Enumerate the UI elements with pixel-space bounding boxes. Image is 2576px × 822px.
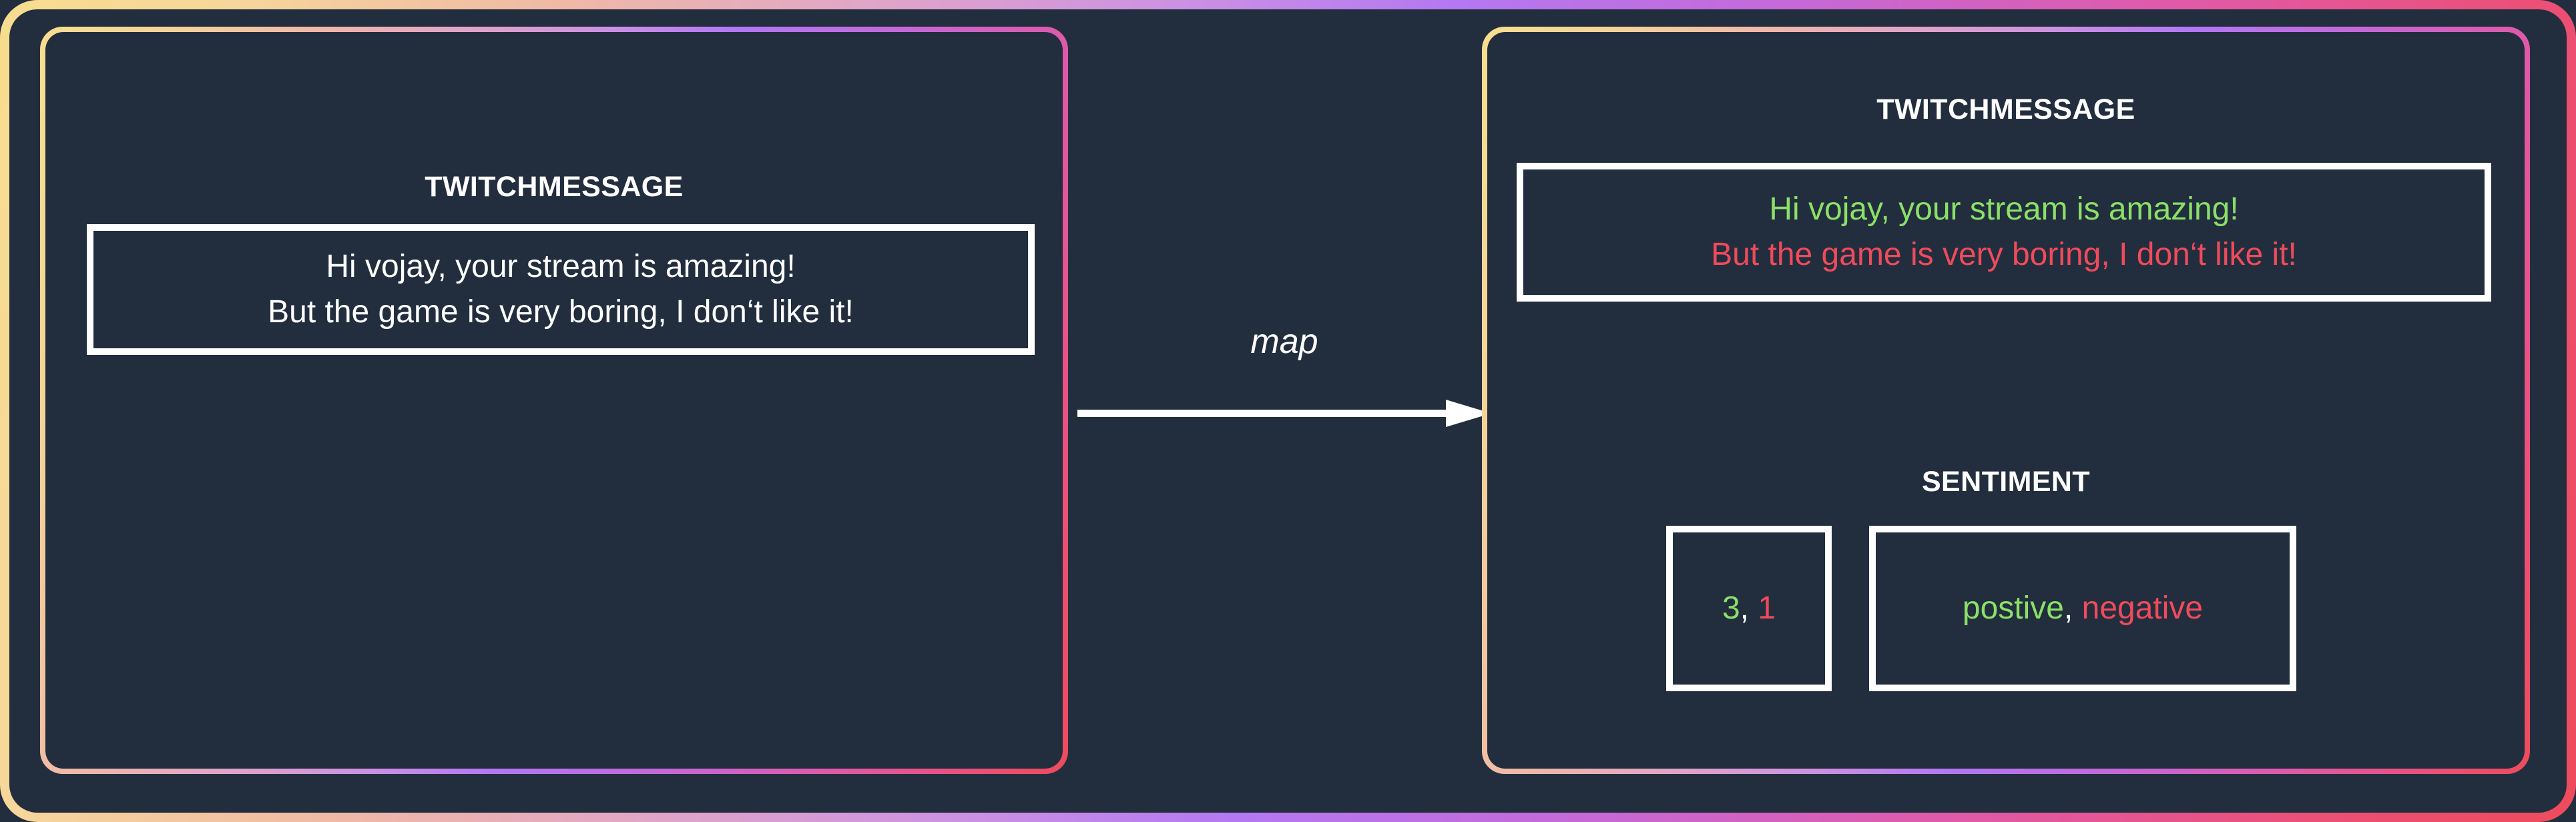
target-message-line-negative: But the game is very boring, I don‘t lik… [1711,237,2297,272]
positive-sentiment-label: postive [1962,590,2064,626]
canvas-surface: TWITCHMESSAGE Hi vojay, your stream is a… [9,9,2567,813]
target-message-title: TWITCHMESSAGE [1876,93,2135,125]
target-entity-card: TWITCHMESSAGE Hi vojay, your stream is a… [1482,27,2530,774]
sentiment-label-values: postive, negative [1963,586,2203,631]
source-message-line-2: But the game is very boring, I don‘t lik… [268,294,854,330]
source-entity-title: TWITCHMESSAGE [425,171,684,203]
source-entity-card-body: TWITCHMESSAGE Hi vojay, your stream is a… [45,32,1063,769]
map-transform-label: map [1250,322,1318,361]
label-separator: , [2063,590,2082,626]
score-separator: , [1740,590,1758,626]
target-entity-card-body: TWITCHMESSAGE Hi vojay, your stream is a… [1487,32,2525,769]
sentiment-score-values: 3, 1 [1722,586,1776,631]
positive-score-value: 3 [1722,590,1740,626]
sentiment-score-box: 3, 1 [1666,526,1832,691]
source-message-box: Hi vojay, your stream is amazing! But th… [87,224,1035,355]
negative-score-value: 1 [1758,590,1776,626]
sentiment-section-title: SENTIMENT [1921,466,2091,498]
source-message-line-1: Hi vojay, your stream is amazing! [326,248,796,284]
arrow-right-icon [1077,398,1491,429]
target-message-line-positive: Hi vojay, your stream is amazing! [1769,191,2239,227]
negative-sentiment-label: negative [2081,590,2204,626]
sentiment-label-box: postive, negative [1869,526,2296,691]
target-message-box: Hi vojay, your stream is amazing! But th… [1517,163,2491,302]
source-entity-card: TWITCHMESSAGE Hi vojay, your stream is a… [40,27,1068,774]
